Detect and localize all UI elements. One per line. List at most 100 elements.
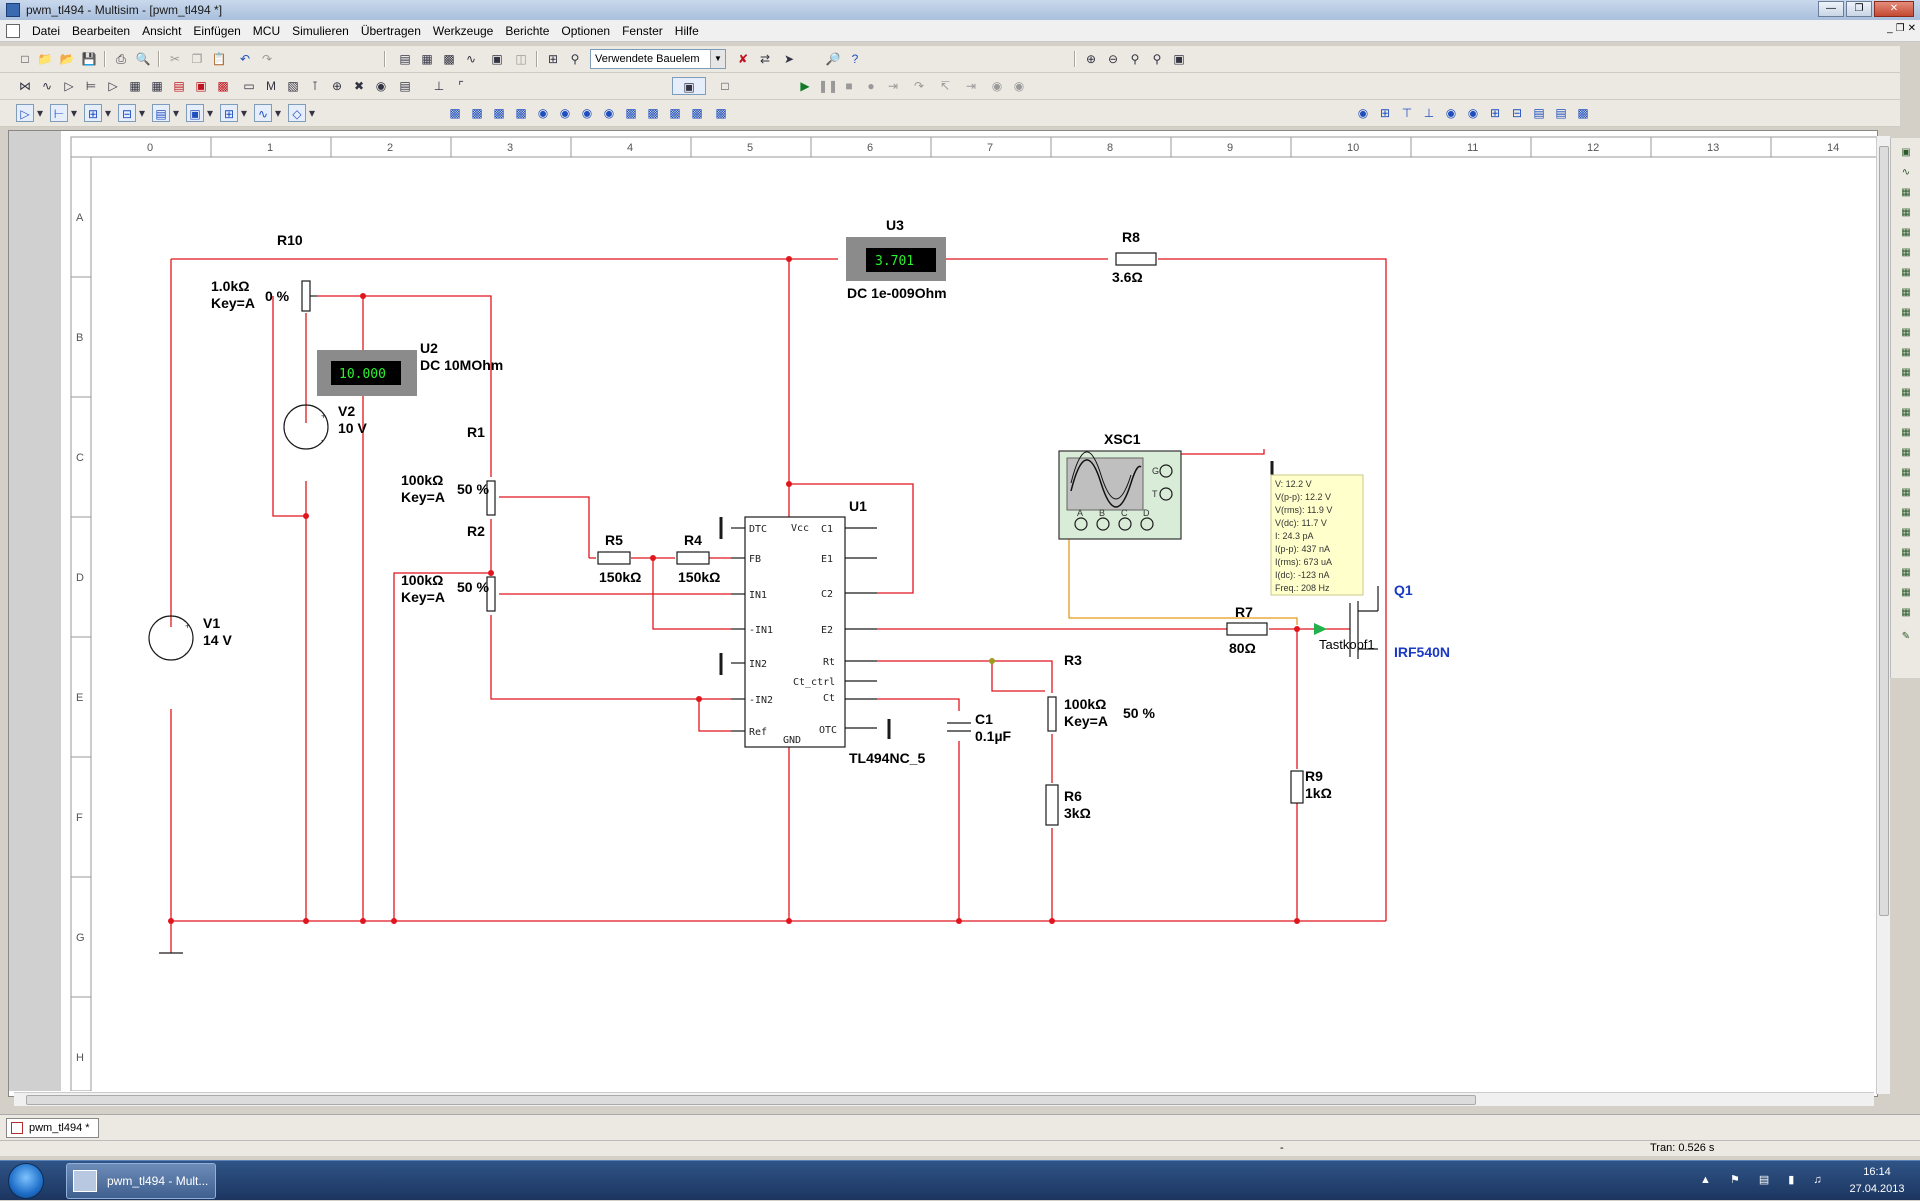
- xsc1-oscilloscope[interactable]: A B C D G T XSC1: [1058, 431, 1274, 540]
- diode-icon[interactable]: ▷: [64, 79, 74, 93]
- place-probe-icon[interactable]: ∿: [254, 104, 272, 122]
- distribute-v-icon[interactable]: ⊟: [1511, 106, 1523, 120]
- r9-resistor[interactable]: R9 1kΩ: [1290, 768, 1332, 804]
- r7-resistor[interactable]: R7 80Ω: [1226, 604, 1268, 656]
- align-bottom-icon[interactable]: ⊥: [1423, 106, 1435, 120]
- misc-digital-icon[interactable]: ▤: [173, 79, 185, 93]
- place-connector-icon[interactable]: ⌜: [458, 79, 464, 93]
- u2-voltmeter[interactable]: 10.000 U2 DC 10MOhm: [317, 340, 503, 396]
- probe-current-icon[interactable]: ▩: [493, 106, 505, 120]
- probe-digital-icon[interactable]: ◉: [581, 106, 593, 120]
- frequency-counter-icon[interactable]: ▦: [1901, 267, 1911, 278]
- remove-breakpoints-icon[interactable]: ◉: [1013, 79, 1025, 93]
- probe-settings-2-icon[interactable]: ◉: [603, 106, 615, 120]
- ni-elvis-icon[interactable]: ▦: [1901, 527, 1911, 538]
- simulation-switch-on-icon[interactable]: ▣: [672, 77, 706, 95]
- zoom-out-icon[interactable]: ⊖: [1107, 52, 1119, 66]
- menu-ansicht[interactable]: Ansicht: [142, 23, 182, 38]
- open-folder-icon[interactable]: 📁: [37, 52, 53, 66]
- align-right-icon[interactable]: ⊞: [1379, 106, 1391, 120]
- current-probe-icon[interactable]: ▦: [1901, 547, 1911, 558]
- place-graphics-icon[interactable]: ▣: [186, 104, 204, 122]
- basic-icon[interactable]: ∿: [41, 79, 53, 93]
- r1-potentiometer[interactable]: R1 100kΩ Key=A 50 %: [401, 424, 496, 516]
- new-file-icon[interactable]: □: [21, 52, 29, 66]
- copy-icon[interactable]: ❐: [191, 52, 203, 66]
- agilent-multimeter-icon[interactable]: ▦: [1901, 447, 1911, 458]
- step-out-icon[interactable]: ↸: [939, 79, 951, 93]
- analog-icon[interactable]: ▷: [108, 79, 118, 93]
- four-channel-oscilloscope-icon[interactable]: ▦: [1901, 227, 1911, 238]
- menu-uebertragen[interactable]: Übertragen: [360, 23, 421, 38]
- place-bus-icon[interactable]: ⊥: [433, 79, 445, 93]
- menu-einfuegen[interactable]: Einfügen: [193, 23, 241, 38]
- multimeter-icon[interactable]: ▣: [1901, 147, 1911, 158]
- rf-icon[interactable]: ⊺: [311, 79, 319, 93]
- agilent-oscilloscope-icon[interactable]: ▦: [1901, 467, 1911, 478]
- chevron-down-icon[interactable]: ▾: [36, 106, 44, 120]
- measurement-probe-vertical-icon[interactable]: ▦: [1901, 567, 1911, 578]
- cut-icon[interactable]: ✂: [169, 52, 181, 66]
- menu-optionen[interactable]: Optionen: [561, 23, 611, 38]
- probe-c-icon[interactable]: ▩: [669, 106, 681, 120]
- oscilloscope-icon[interactable]: ▦: [1901, 207, 1911, 218]
- spreadsheet-view-icon[interactable]: ▦: [421, 52, 433, 66]
- menu-berichte[interactable]: Berichte: [505, 23, 550, 38]
- order-back-icon[interactable]: ▤: [1555, 106, 1567, 120]
- zoom-area-icon[interactable]: ⚲: [1130, 52, 1140, 66]
- u3-ammeter[interactable]: 3.701 U3 DC 1e-009Ohm: [846, 217, 947, 301]
- fullscreen-icon[interactable]: ▣: [1173, 52, 1185, 66]
- components-in-use-combo[interactable]: Verwendete Bauelem ▼: [590, 49, 726, 69]
- order-front-icon[interactable]: ▤: [1533, 106, 1545, 120]
- menu-bearbeiten[interactable]: Bearbeiten: [72, 23, 131, 38]
- close-button[interactable]: ✕: [1874, 1, 1914, 17]
- power-icon[interactable]: ▭: [243, 79, 255, 93]
- align-top-icon[interactable]: ⊤: [1401, 106, 1413, 120]
- ni-components-icon[interactable]: ✖: [353, 79, 365, 93]
- logic-converter-icon[interactable]: ▦: [1901, 307, 1911, 318]
- horizontal-scrollbar[interactable]: [14, 1092, 1874, 1106]
- menu-mcu[interactable]: MCU: [252, 23, 281, 38]
- print-preview-icon[interactable]: 🔍: [135, 52, 151, 66]
- q1-mosfet[interactable]: Q1 IRF540N: [1349, 582, 1450, 660]
- v1-source[interactable]: + - V1 14 V: [148, 615, 232, 661]
- transistor-icon[interactable]: ⊨: [85, 79, 97, 93]
- run-simulation-icon[interactable]: ▶: [800, 79, 810, 93]
- chevron-down-icon[interactable]: ▾: [274, 106, 282, 120]
- labview-instrument-icon[interactable]: ▦: [1901, 507, 1911, 518]
- paste-icon[interactable]: 📋: [211, 52, 227, 66]
- iv-analyzer-icon[interactable]: ▦: [1901, 347, 1911, 358]
- r5-resistor[interactable]: R5 150kΩ: [597, 532, 641, 585]
- undo-icon[interactable]: ↶: [239, 52, 251, 66]
- menu-simulieren[interactable]: Simulieren: [292, 23, 349, 38]
- mixed-icon[interactable]: ▣: [195, 79, 207, 93]
- bode-plotter-icon[interactable]: ▦: [1901, 247, 1911, 258]
- chevron-down-icon[interactable]: ▾: [240, 106, 248, 120]
- zoom-sheet-icon[interactable]: ⚲: [1152, 52, 1162, 66]
- mdi-close-icon[interactable]: ✕: [1907, 23, 1916, 34]
- probe-b-icon[interactable]: ▩: [647, 106, 659, 120]
- word-generator-icon[interactable]: ▦: [1901, 287, 1911, 298]
- place-wire-icon[interactable]: ⊢: [50, 104, 68, 122]
- place-comment-icon[interactable]: ⊞: [220, 104, 238, 122]
- chevron-down-icon[interactable]: ▾: [138, 106, 146, 120]
- pause-simulation-icon[interactable]: ❚❚: [818, 79, 839, 93]
- clock-time[interactable]: 16:14: [1863, 1166, 1891, 1178]
- chevron-down-icon[interactable]: ▾: [70, 106, 78, 120]
- vertical-scroll-thumb[interactable]: [1879, 146, 1889, 916]
- start-button[interactable]: [8, 1163, 44, 1199]
- print-icon[interactable]: ⎙: [116, 52, 126, 66]
- align-middle-icon[interactable]: ◉: [1467, 106, 1479, 120]
- zoom-in-icon[interactable]: ⊕: [1085, 52, 1097, 66]
- stop-simulation-icon[interactable]: ■: [845, 79, 853, 93]
- edit-icon[interactable]: ✎: [1901, 631, 1911, 642]
- probe-a-icon[interactable]: ▩: [625, 106, 637, 120]
- misc-icon[interactable]: M: [266, 79, 276, 93]
- voltmeter-icon[interactable]: ▦: [1901, 587, 1911, 598]
- chevron-down-icon[interactable]: ▾: [172, 106, 180, 120]
- ammeter-icon[interactable]: ▦: [1901, 607, 1911, 618]
- menu-hilfe[interactable]: Hilfe: [674, 23, 699, 38]
- spectrum-analyzer-icon[interactable]: ▦: [1901, 387, 1911, 398]
- postprocessor-icon[interactable]: ∿: [465, 52, 477, 66]
